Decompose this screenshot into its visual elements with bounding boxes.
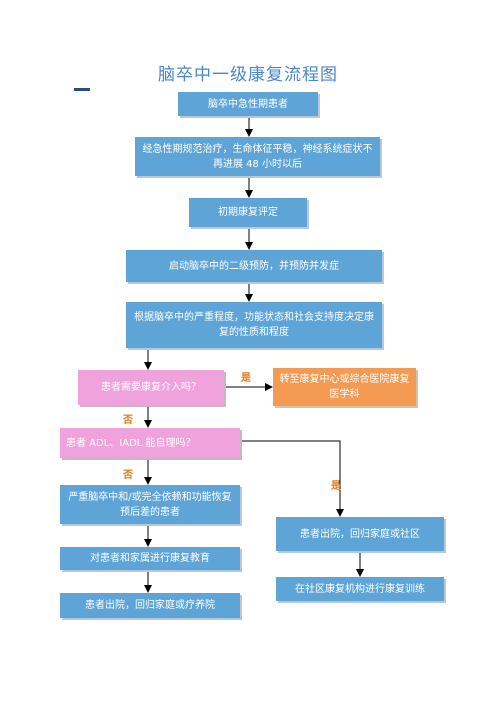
node-need-rehab-question: 患者需要康复介入吗？	[78, 370, 224, 405]
node-secondary-prevention: 启动脑卒中的二级预防，并预防并发症	[126, 250, 382, 282]
node-community-training: 在社区康复机构进行康复训练	[276, 577, 444, 601]
page-title: 脑卒中一级康复流程图	[158, 65, 338, 85]
node-decide-rehab: 根据脑卒中的严重程度，功能状态和社会支持度决定康复的性质和程度	[126, 302, 382, 348]
label-no-severe: 否	[123, 470, 133, 481]
title-accent-mark	[74, 88, 90, 91]
node-acute-patient: 脑卒中急性期患者	[178, 92, 318, 116]
node-discharge-nursing: 患者出院，回归家庭或疗养院	[60, 593, 240, 618]
node-discharge-community: 患者出院，回归家庭或社区	[276, 517, 444, 551]
label-no-adl: 否	[123, 415, 133, 426]
arrow-adlq-community	[240, 440, 344, 517]
node-adl-question: 患者 ADL、IADL 能自理吗？	[60, 428, 240, 458]
node-transfer-rehab-center: 转至康复中心或综合医院康复医学科	[273, 368, 416, 406]
node-severe-patients: 严重脑卒中和/或完全依赖和功能恢复预后差的患者	[60, 485, 240, 524]
node-standard-treatment: 经急性期规范治疗，生命体征平稳，神经系统症状不再进展 48 小时以后	[135, 137, 380, 176]
node-initial-assessment: 初期康复评定	[189, 198, 307, 227]
label-yes-community: 是	[331, 481, 341, 492]
node-family-education: 对患者和家属进行康复教育	[60, 547, 240, 570]
label-yes-transfer: 是	[241, 373, 251, 384]
